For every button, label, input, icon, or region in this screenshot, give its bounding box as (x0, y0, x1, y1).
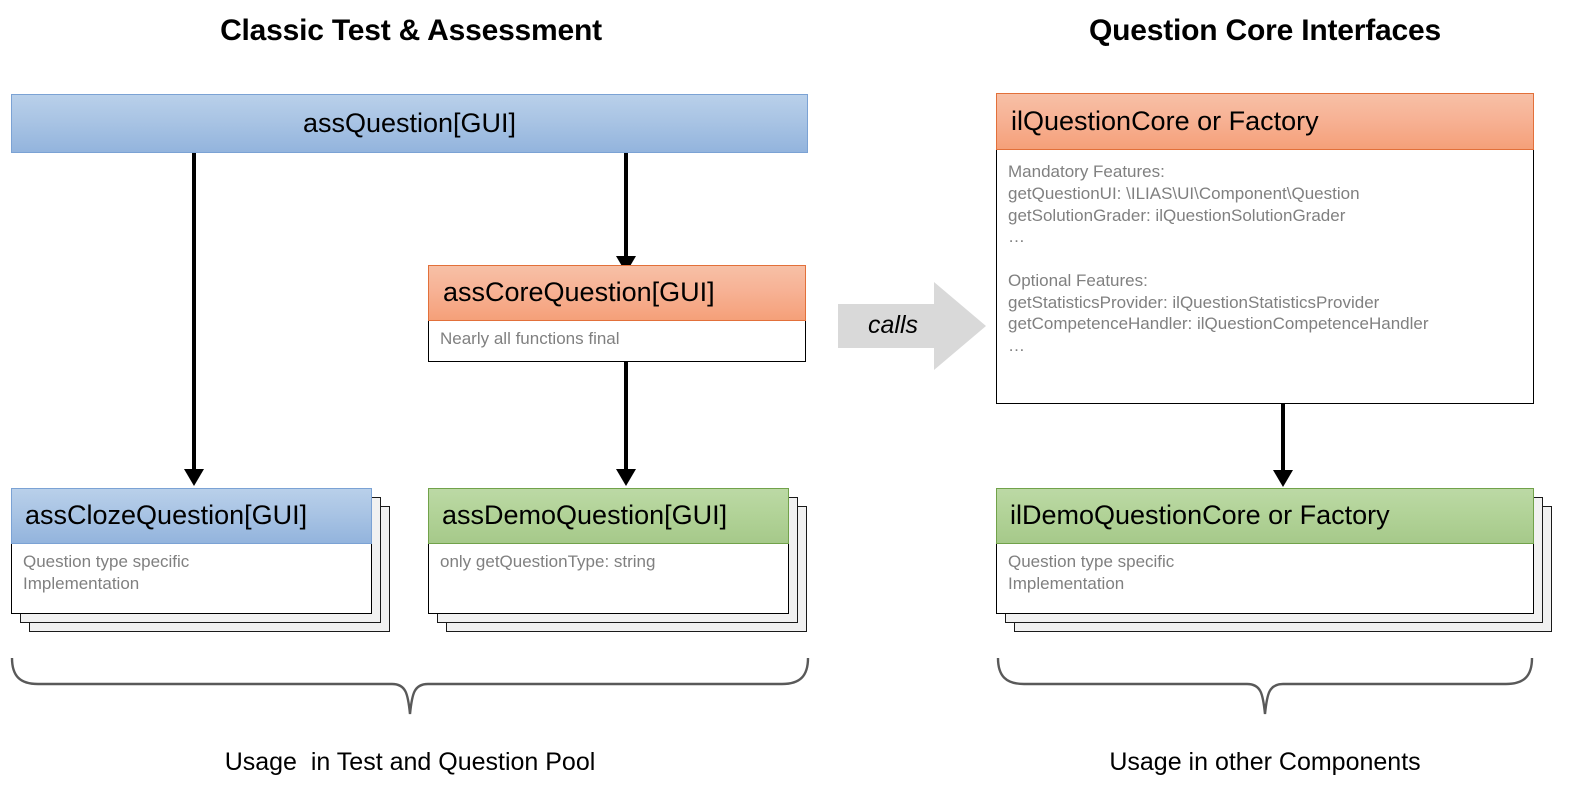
node-ildemoquestioncore-factory[interactable]: ilDemoQuestionCore or Factory Question t… (996, 488, 1534, 614)
arrow-assquestion-to-asscloze-line (192, 153, 196, 471)
right-column-title: Question Core Interfaces (1089, 14, 1441, 47)
node-asscorequestion-gui[interactable]: assCoreQuestion[GUI] Nearly all function… (428, 265, 806, 362)
node-ilquestioncore-factory-body: Mandatory Features: getQuestionUI: \ILIA… (996, 150, 1534, 404)
node-assquestion-gui-header: assQuestion[GUI] (11, 94, 808, 153)
node-assdemoquestion-gui-body: only getQuestionType: string (428, 544, 789, 614)
left-usage-caption: Usage in Test and Question Pool (224, 748, 596, 776)
right-usage-caption: Usage in other Components (1109, 748, 1421, 776)
node-ilquestioncore-factory-header: ilQuestionCore or Factory (996, 93, 1534, 150)
arrow-asscore-to-assdemo-head (616, 469, 636, 486)
node-assdemoquestion-gui-header: assDemoQuestion[GUI] (428, 488, 789, 544)
arrow-asscore-to-assdemo-line (624, 362, 628, 471)
arrow-ilquestioncore-to-ildemo-line (1281, 404, 1285, 472)
left-column-title: Classic Test & Assessment (220, 14, 602, 47)
node-assquestion-gui[interactable]: assQuestion[GUI] (11, 94, 808, 153)
node-ildemoquestioncore-factory-body: Question type specific Implementation (996, 544, 1534, 614)
calls-block-arrow (838, 282, 986, 370)
arrow-assquestion-to-asscore-line (624, 153, 628, 258)
right-usage-brace (996, 657, 1534, 715)
arrow-ilquestioncore-to-ildemo-head (1273, 470, 1293, 487)
node-ilquestioncore-factory[interactable]: ilQuestionCore or Factory Mandatory Feat… (996, 93, 1534, 404)
node-assclozequestion-gui-header: assClozeQuestion[GUI] (11, 488, 372, 544)
node-asscorequestion-gui-body: Nearly all functions final (428, 321, 806, 362)
left-usage-brace (10, 657, 810, 715)
node-assclozequestion-gui-body: Question type specific Implementation (11, 544, 372, 614)
node-ildemoquestioncore-factory-header: ilDemoQuestionCore or Factory (996, 488, 1534, 544)
calls-arrow-label: calls (868, 311, 919, 339)
node-assdemoquestion-gui[interactable]: assDemoQuestion[GUI] only getQuestionTyp… (428, 488, 789, 614)
arrow-assquestion-to-asscloze-head (184, 469, 204, 486)
node-assclozequestion-gui[interactable]: assClozeQuestion[GUI] Question type spec… (11, 488, 372, 614)
node-asscorequestion-gui-header: assCoreQuestion[GUI] (428, 265, 806, 321)
